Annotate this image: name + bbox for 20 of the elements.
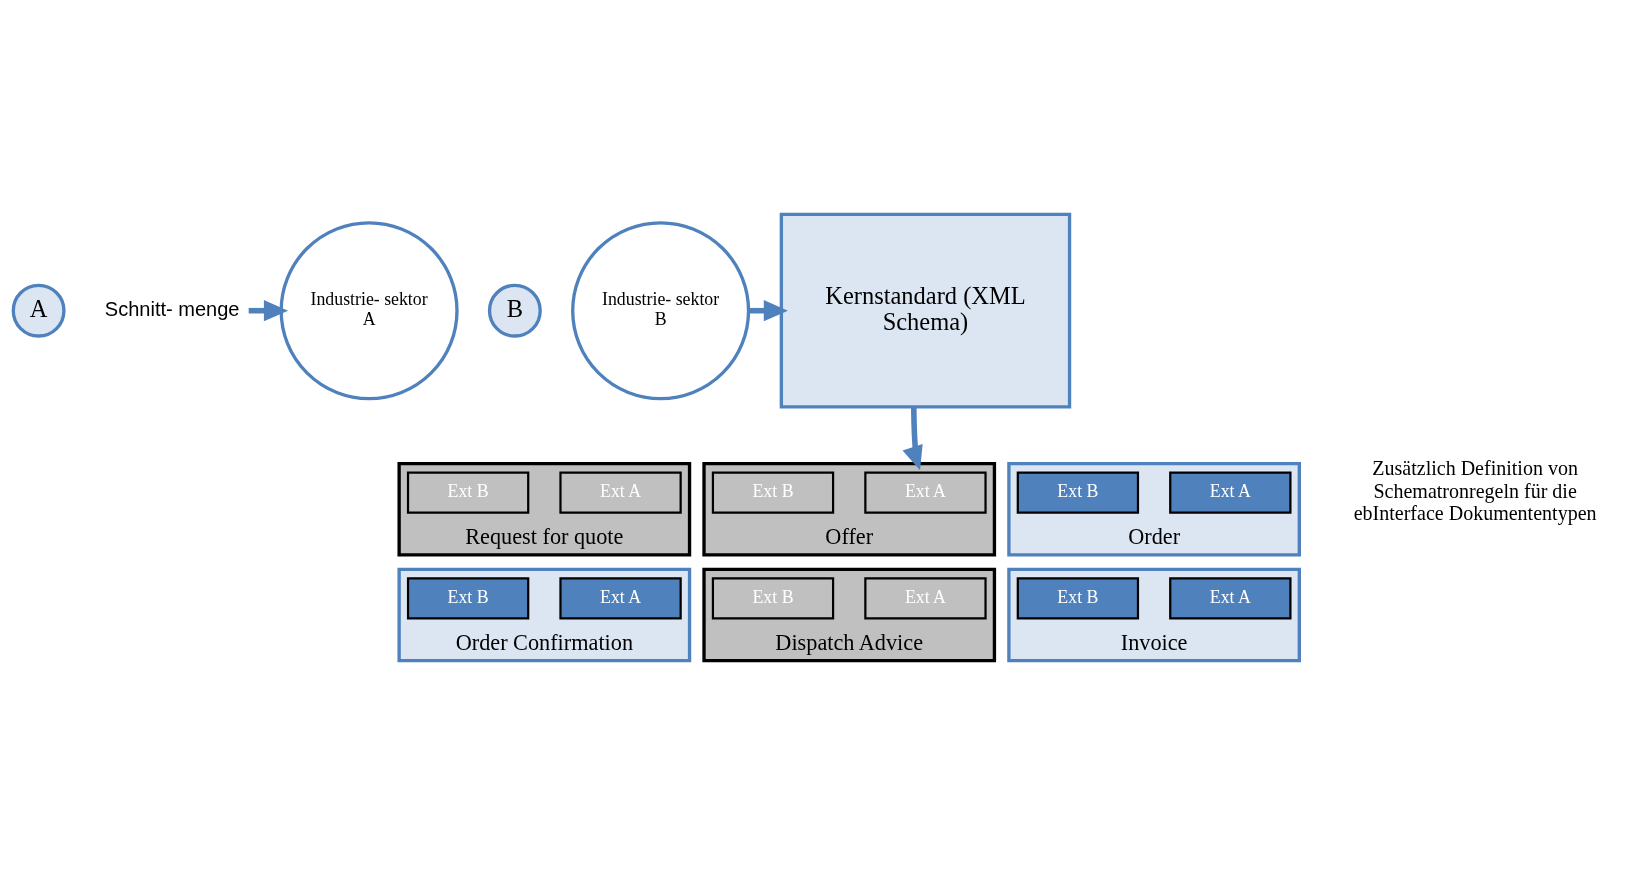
node-box: Ext A — [864, 471, 987, 514]
node-box: Ext B — [1016, 577, 1140, 620]
node-box: Ext B — [711, 471, 835, 514]
label: Zusätzlich Definition von Schematronregeln für die ebInterface Dokumententypen — [1353, 457, 1597, 524]
node-box: Ext A — [1169, 471, 1292, 514]
node-circle: B — [487, 283, 542, 338]
node-circle: A — [11, 283, 66, 338]
node-box: Ext B — [1016, 471, 1140, 514]
node-box: Ext A — [1169, 577, 1292, 620]
node-box: Kernstandard (XML Schema) — [779, 212, 1072, 409]
node-box: Ext B — [711, 577, 835, 620]
node-box: Ext B — [406, 471, 530, 514]
node-circle: Industrie- sektor B — [571, 221, 751, 401]
node-box: Ext A — [864, 577, 987, 620]
node-box: Ext A — [559, 577, 682, 620]
arrow — [902, 407, 923, 471]
node-box: Ext A — [559, 471, 682, 514]
node-text: Schnitt- menge — [104, 297, 240, 320]
node-circle: Industrie- sektor A — [279, 221, 459, 401]
node-box: Ext B — [406, 577, 530, 620]
